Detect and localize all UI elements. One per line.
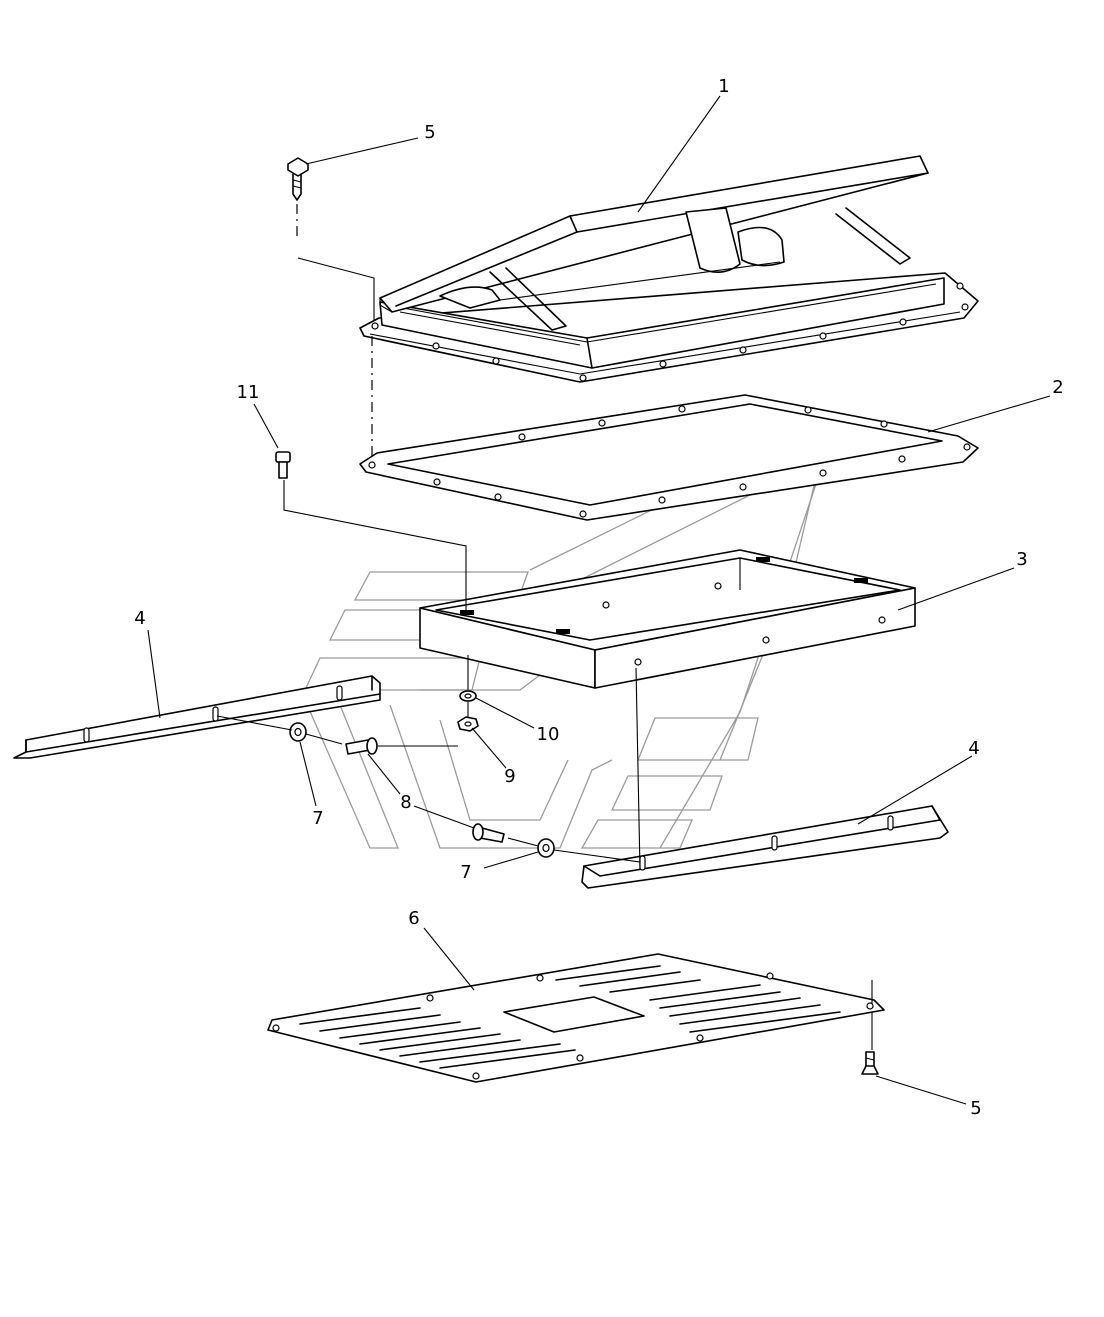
callout-10: 10 — [537, 724, 560, 745]
callout-11: 11 — [237, 382, 260, 403]
vent-slots-right — [555, 965, 841, 1033]
part-3-frame-box — [419, 549, 916, 689]
callout-8: 8 — [400, 792, 411, 813]
part-2-gasket — [359, 394, 979, 521]
part-1-hatch-lid — [359, 155, 979, 383]
part-10-washer — [459, 690, 477, 702]
callout-7-right: 7 — [460, 862, 471, 883]
callout-7-left: 7 — [312, 808, 323, 829]
part-5-top-screw — [287, 157, 309, 201]
part-7-washer-right — [537, 838, 555, 858]
part-5-bottom-screw — [861, 1051, 879, 1075]
part-8-screw-upper — [345, 737, 378, 755]
part-11-bolt — [275, 451, 291, 479]
part-6-vented-cover-plate — [267, 953, 885, 1083]
callout-5-bottom: 5 — [970, 1098, 981, 1119]
leader-lines — [147, 95, 1051, 1105]
callout-5-top: 5 — [424, 122, 435, 143]
callout-9: 9 — [504, 766, 515, 787]
part-9-nut — [457, 716, 479, 732]
callout-6: 6 — [408, 908, 419, 929]
part-7-washer-left — [289, 722, 307, 742]
callout-4-left: 4 — [134, 608, 145, 629]
callout-2: 2 — [1052, 377, 1063, 398]
assembly-lines — [216, 204, 873, 1050]
callout-3: 3 — [1016, 549, 1027, 570]
part-4-right-angle-bracket — [581, 805, 949, 889]
vent-slots-left — [299, 1007, 576, 1069]
part-4-left-angle-bracket — [13, 675, 381, 759]
callout-4-right: 4 — [968, 738, 979, 759]
part-8-screw-lower — [472, 823, 505, 843]
callout-1: 1 — [718, 76, 729, 97]
callout-labels: 1 2 3 4 4 5 5 6 7 7 8 9 10 11 — [134, 76, 1063, 1119]
